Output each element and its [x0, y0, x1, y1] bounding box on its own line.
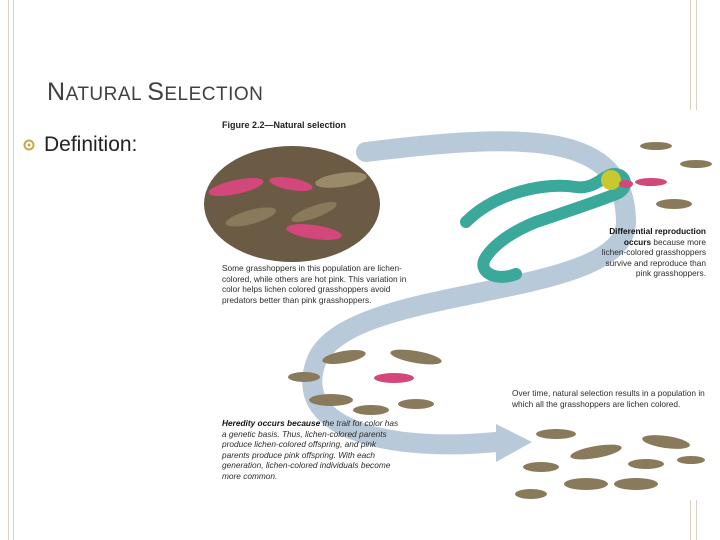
- frame-line-right-bottom: [690, 500, 691, 540]
- caption-heredity-lead: Heredity occurs because: [222, 418, 321, 428]
- definition-bullet: Definition:: [44, 133, 138, 156]
- slide-title: NATURAL SELECTION: [47, 78, 264, 106]
- frame-line-left: [8, 0, 9, 540]
- frame-line-right-bottom-2: [696, 500, 697, 540]
- caption-differential-reproduction: Differential reproduction occurs because…: [600, 226, 706, 279]
- caption-differential-reproduction-rest: because more lichen-colored grasshoppers…: [601, 236, 706, 279]
- caption-over-time: Over time, natural selection results in …: [512, 388, 705, 409]
- lizard-predator: [460, 167, 633, 283]
- figure-title: Figure 2.2—Natural selection: [222, 120, 347, 130]
- grasshopper-group-offspring: [288, 349, 442, 415]
- population-oval: [204, 146, 380, 262]
- frame-line-right-top: [690, 0, 691, 110]
- frame-line-right-top-2: [696, 0, 697, 110]
- caption-differential-reproduction-lead: Differential reproduction occurs: [609, 226, 706, 247]
- cycle-arrow: [302, 131, 637, 455]
- grasshopper-group-initial: [208, 172, 367, 240]
- grasshopper-group-survivors: [635, 142, 712, 209]
- cycle-arrow-head: [496, 424, 532, 462]
- frame-line-left-inner: [13, 0, 14, 540]
- natural-selection-figure: [196, 112, 720, 512]
- caption-variation: Some grasshoppers in this population are…: [222, 263, 407, 305]
- caption-heredity-rest: the trait for color has a genetic basis.…: [222, 418, 399, 481]
- caption-heredity: Heredity occurs because the trait for co…: [222, 418, 402, 482]
- grasshopper-group-final: [515, 429, 705, 499]
- bullet-icon: [23, 139, 35, 151]
